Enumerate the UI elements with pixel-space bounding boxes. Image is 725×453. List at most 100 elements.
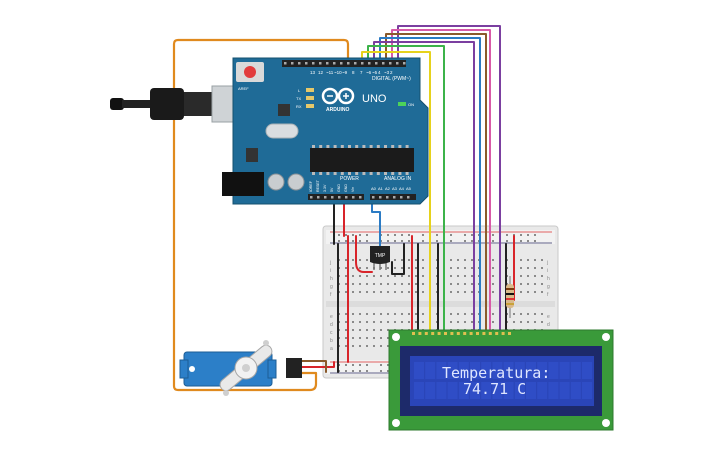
breadboard-hole [359,291,361,293]
rail-hole [436,234,438,236]
wire-yellow-lcd[interactable] [361,51,431,335]
atmega-chip [310,148,414,172]
rail-hole [450,234,452,236]
row-letter: g [330,284,333,290]
wire-brown-lcd[interactable] [385,33,487,335]
chip-pin [369,145,373,148]
lcd-pin [463,332,467,335]
row-letter: d [330,322,333,328]
breadboard-hole [541,321,543,323]
rail-hole [436,240,438,242]
rail-hole [387,370,389,372]
rail-hole [464,240,466,242]
pin-label: Vin [351,187,355,192]
wires[interactable] [172,25,515,392]
digital-label: DIGITAL (PWM~) [372,76,411,82]
breadboard-hole [534,267,536,269]
usb-chip [278,104,290,116]
wire-blue-lcd[interactable] [379,37,481,335]
breadboard-hole [541,275,543,277]
breadboard-hole [401,321,403,323]
breadboard-hole [366,267,368,269]
breadboard-hole [471,321,473,323]
breadboard-hole [541,291,543,293]
breadboard-hole [359,259,361,261]
breadboard-hole [471,283,473,285]
header-pin [368,62,371,65]
rail-hole [534,240,536,242]
servo-connector[interactable] [286,358,302,378]
lcd-cell [503,382,514,399]
lcd-cell [458,382,469,399]
bottom-header-pins[interactable] [310,196,410,199]
wire-black-sensor[interactable] [391,243,405,275]
header-pin [340,62,343,65]
wire-servo-red[interactable] [299,361,335,368]
breadboard-hole [366,321,368,323]
rail-hole [352,240,354,242]
wire-servo-brown[interactable] [299,360,327,373]
pin-label: A5 [406,186,412,191]
chip-pin [369,172,373,175]
arduino-uno-board[interactable]: AREF DIGITAL (PWM~) 13 12 ~11 ~10 ~9 8 7… [222,57,429,205]
power-header[interactable] [308,194,364,200]
lcd-pin [482,332,486,335]
rail-hole [492,234,494,236]
digital-header-pins[interactable] [284,62,406,65]
breadboard-hole [492,313,494,315]
digital-header[interactable] [282,60,406,67]
rail-hole [387,364,389,366]
lcd-cell [514,382,525,399]
header-pin [354,62,357,65]
breadboard-hole [534,275,536,277]
breadboard-hole [415,275,417,277]
breadboard-hole [352,291,354,293]
lcd-pin [456,332,460,335]
breadboard-hole [380,291,382,293]
breadboard-hole [464,267,466,269]
power-jack[interactable] [222,172,264,196]
reset-button-cap[interactable] [244,66,256,78]
servo-horn-icon[interactable] [218,340,275,396]
lcd-cell [425,362,436,379]
header-pin [331,196,334,199]
pin-label: 2 [390,70,393,75]
lcd-cell [447,362,458,379]
header-pin [403,62,406,65]
chip-pin [355,172,359,175]
breadboard-hole [415,291,417,293]
chip-pin [362,172,366,175]
breadboard-hole [380,275,382,277]
breadboard-hole [394,267,396,269]
breadboard-hole [345,275,347,277]
resistor[interactable] [506,276,514,318]
row-letter: f [547,292,549,298]
lcd-display[interactable]: Temperatura: 74.71 C [388,329,614,431]
wire-purple-lcd[interactable] [397,25,501,335]
chip-pin [355,145,359,148]
rail-hole [345,370,347,372]
lcd-cell [436,362,447,379]
tmp-sensor[interactable]: TMP [370,246,390,270]
pin-label: ~9 [342,70,348,75]
breadboard-hole [352,321,354,323]
pin-label: A1 [378,186,384,191]
breadboard-hole [520,275,522,277]
wire-green-lcd[interactable] [367,45,445,335]
breadboard-hole [527,313,529,315]
breadboard-hole [359,337,361,339]
wire-orange-servo-signal[interactable] [172,38,350,392]
breadboard-hole [352,275,354,277]
capacitor-2 [287,173,305,191]
breadboard-hole [492,291,494,293]
breadboard-hole [464,321,466,323]
servo-motor[interactable] [179,340,302,396]
breadboard-hole [380,313,382,315]
wire-red-sensor[interactable] [355,235,373,273]
breadboard-hole [373,337,375,339]
breadboard-hole [387,337,389,339]
lcd-cell [492,362,503,379]
header-pin [372,196,375,199]
crystal [265,123,299,139]
lcd-header-pins[interactable] [412,332,511,335]
